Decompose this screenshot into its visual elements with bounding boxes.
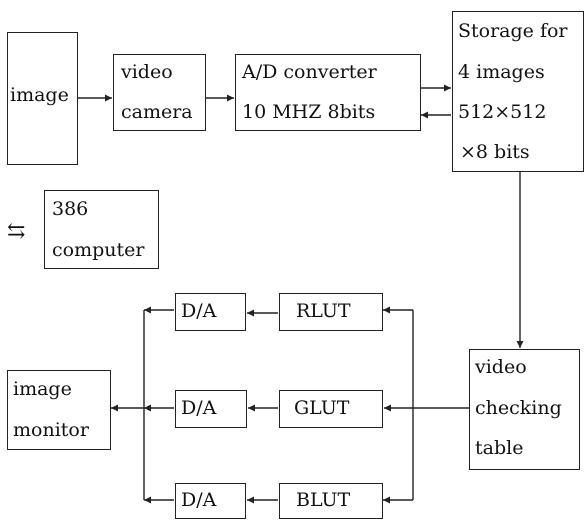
checking-table-label-line2: checking [475,397,562,419]
arrowhead [384,404,391,412]
da-bot-label: D/A [181,489,217,511]
glut-block [279,390,383,428]
storage-label-line3: 512×512 [458,101,547,123]
da-top-label: D/A [181,300,217,322]
image-monitor-label-line1: image [13,378,72,400]
computer-label-line2: computer [52,239,145,261]
checking-table-label-line1: video [475,356,527,378]
arrowhead [144,404,151,412]
da-top-block [175,293,246,331]
rlut-label: RLUT [296,300,351,322]
arrowhead [105,94,112,102]
ad-converter-label-line2: 10 MHZ 8bits [242,101,376,123]
ad-converter-label-line1: A/D converter [242,61,377,83]
arrowhead [516,341,524,348]
arrowhead [444,84,451,92]
arrowhead [111,404,118,412]
video-camera-label-line2: camera [121,101,193,123]
arrowhead [421,111,428,119]
image-monitor-label-line2: monitor [13,419,89,441]
arrowhead [383,306,390,314]
da-mid-label: D/A [181,397,217,419]
blut-block [279,483,383,519]
video-camera-block [113,54,206,131]
storage-label-line1: Storage for [458,20,568,42]
arrowhead [248,404,255,412]
blut-label: BLUT [296,489,351,511]
arrowhead [383,496,390,504]
video-checking-table-block [469,349,580,470]
arrowhead [227,94,234,102]
image-monitor-block [7,370,111,450]
arrowhead [144,496,151,504]
storage-label-line2: 4 images [458,61,545,83]
arrowhead [144,306,151,314]
arrowhead [247,496,254,504]
bidirectional-arrows-icon: ⇆ [7,219,26,244]
checking-table-label-line3: table [475,437,524,459]
computer-block [44,190,159,269]
image-block [7,32,78,165]
image-label: image [10,84,69,106]
da-mid-block [175,390,247,428]
computer-label-line1: 386 [52,198,89,220]
storage-block [452,11,584,172]
arrowhead [247,309,254,317]
glut-label: GLUT [294,397,350,419]
video-camera-label-line1: video [121,61,173,83]
storage-label-line4: ×8 bits [460,141,530,163]
ad-converter-block [235,54,421,131]
rlut-block [279,293,383,331]
da-bot-block [175,483,246,519]
